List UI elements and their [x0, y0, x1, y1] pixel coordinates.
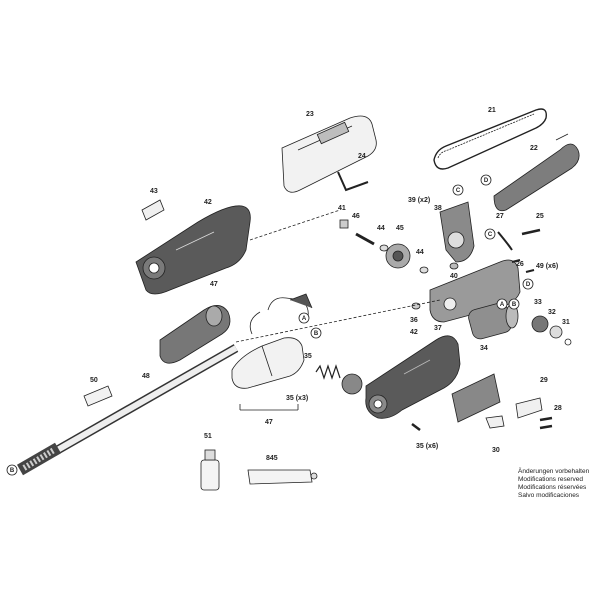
screw-part-2 [511, 259, 521, 263]
callout-21: 21 [488, 107, 496, 114]
callout-42-lower: 42 [410, 329, 418, 336]
callout-22: 22 [530, 145, 538, 152]
callout-27: 27 [496, 213, 504, 220]
marker-c-top: C [456, 188, 461, 194]
callout-36: 36 [410, 317, 418, 324]
callout-24: 24 [358, 153, 366, 160]
side-cover-part [451, 373, 543, 423]
motor-housing-lower-part [365, 335, 461, 419]
screw-part-5 [539, 424, 553, 430]
callout-31: 31 [562, 319, 570, 326]
sprocket-part [385, 243, 411, 269]
callout-42-upper: 42 [204, 199, 212, 206]
note-line-fr: Modifications réservées [518, 484, 587, 491]
marker-c-mid: C [488, 232, 493, 238]
washer-part-2 [419, 266, 429, 274]
marker-d-mid: D [526, 282, 531, 288]
coupling-part [341, 373, 363, 395]
callout-29: 29 [540, 377, 548, 384]
screw-part [521, 228, 541, 236]
bracket-47 [239, 404, 299, 411]
hex-key-part [337, 171, 369, 192]
oil-hose-part [497, 231, 513, 251]
pin-part [355, 232, 375, 246]
callout-44-top: 44 [377, 225, 385, 232]
callout-26: 26 [516, 261, 524, 268]
callout-34: 34 [480, 345, 488, 352]
callout-32: 32 [548, 309, 556, 316]
callout-25: 25 [536, 213, 544, 220]
callout-30: 30 [492, 447, 500, 454]
modifications-note: Änderungen vorbehalten Modifications res… [518, 468, 589, 500]
note-line-de: Änderungen vorbehalten [518, 468, 590, 475]
chain-cover-part [281, 115, 377, 193]
marker-a-left: A [302, 316, 307, 322]
callout-49: 49 (x6) [536, 263, 558, 270]
screw-part-3 [525, 269, 535, 273]
seal-part [411, 302, 421, 310]
saw-chain-part [433, 108, 547, 170]
marker-b-pole: B [10, 468, 15, 474]
callout-48: 48 [142, 373, 150, 380]
sleeve-part [83, 385, 113, 407]
screw-part-6 [411, 423, 421, 431]
handle-part-upper [159, 305, 231, 364]
nut-part [449, 262, 459, 270]
marker-d-top: D [484, 178, 489, 184]
callout-40: 40 [450, 273, 458, 280]
marker-b-right: B [512, 302, 517, 308]
callout-44-mid: 44 [416, 249, 424, 256]
spring-part [315, 364, 341, 380]
callout-46: 46 [352, 213, 360, 220]
callout-50: 50 [90, 377, 98, 384]
leader-line-1 [249, 209, 341, 241]
callout-38: 38 [434, 205, 442, 212]
callout-37: 37 [434, 325, 442, 332]
motor-part [468, 302, 519, 340]
note-line-es: Salvo modificaciones [518, 492, 580, 499]
callout-41: 41 [338, 205, 346, 212]
callout-35-x3: 35 (x3) [286, 395, 308, 402]
callout-47-lower: 47 [265, 419, 273, 426]
oil-bottle-part [200, 449, 220, 491]
telescopic-pole-part [16, 344, 239, 476]
callout-45: 45 [396, 225, 404, 232]
callout-28: 28 [554, 405, 562, 412]
callout-35-upper: 35 [304, 353, 312, 360]
grease-tube-part [247, 469, 318, 485]
disc-part [549, 325, 563, 339]
marker-b-left: B [314, 331, 319, 337]
handle-part-lower [231, 337, 305, 389]
callout-35-x6: 35 (x6) [416, 443, 438, 450]
tensioner-part [439, 201, 475, 263]
plate-part [141, 199, 165, 221]
screw-part-4 [539, 416, 553, 422]
callout-845: 845 [266, 455, 278, 462]
note-line-en: Modifications reserved [518, 476, 584, 483]
guide-bar-part [493, 133, 580, 212]
callout-47-upper: 47 [210, 281, 218, 288]
gear-part [531, 315, 549, 333]
motor-housing-upper-part [135, 205, 251, 295]
marker-a-right: A [500, 302, 505, 308]
callout-23: 23 [306, 111, 314, 118]
washer-part [379, 244, 389, 252]
callout-51: 51 [204, 433, 212, 440]
callout-33: 33 [534, 299, 542, 306]
callout-43: 43 [150, 188, 158, 195]
bushing-part [339, 219, 349, 229]
callout-39: 39 (x2) [408, 197, 430, 204]
plate-part-2 [485, 415, 505, 429]
ring-part [564, 338, 572, 346]
